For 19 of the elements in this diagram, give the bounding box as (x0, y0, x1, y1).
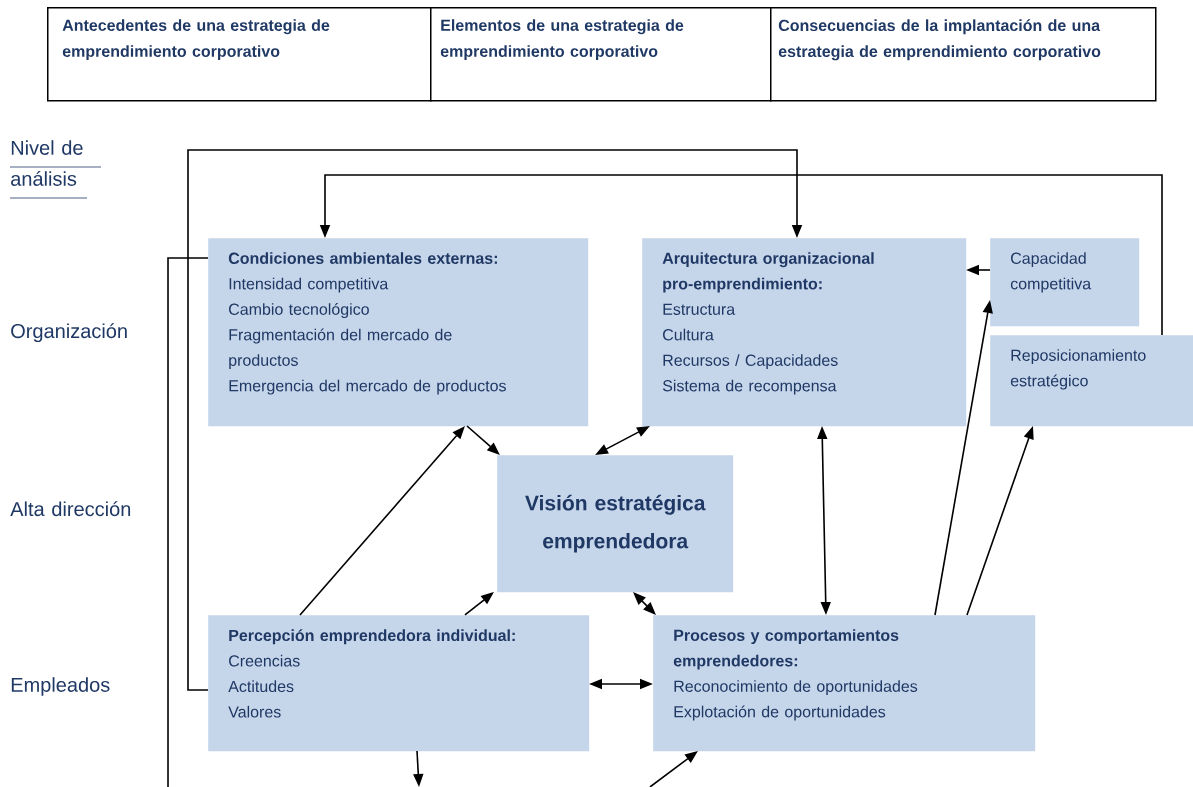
process-box: Capacidad competitiva (990, 238, 1140, 327)
level-label: Alta dirección (10, 501, 131, 517)
process-box: Procesos y comportamientos emprendedores: Reconocimiento de oportunidades Explotación de oportunidades (653, 615, 1036, 752)
level-label: Organización (11, 323, 127, 343)
level-label: Nivel de análisis (9, 140, 102, 199)
table-cell: Antecedentes de una estrategia de emprendimiento corporativo (47, 7, 432, 102)
process-box: Condiciones ambientales externas: Intensidad competitiva Cambio tecnológico Fragmentación del mercado de productos Emergencia del mercado de productos (208, 238, 589, 427)
level-label: Empleados (11, 677, 110, 696)
arrow (187, 149, 803, 691)
table-cell: Elementos de una estrategia de emprendimiento corporativo (430, 7, 772, 102)
arrow (299, 426, 465, 616)
arrow (633, 592, 656, 615)
arrow (466, 425, 500, 455)
table-cell: Consecuencias de la implantación de una estrategia de emprendimiento corporativo (770, 7, 1157, 102)
process-box: Visión estratégica emprendedora (497, 455, 734, 593)
process-box: Reposicionamiento estratégico (990, 335, 1193, 427)
process-box: Arquitectura organizacional pro-emprendimiento: Estructura Cultura Recursos / Capacidades Sistema de recompensa (642, 238, 967, 427)
process-box: Percepción emprendedora individual: Creencias Actitudes Valores (208, 615, 590, 752)
arrow (464, 592, 494, 616)
